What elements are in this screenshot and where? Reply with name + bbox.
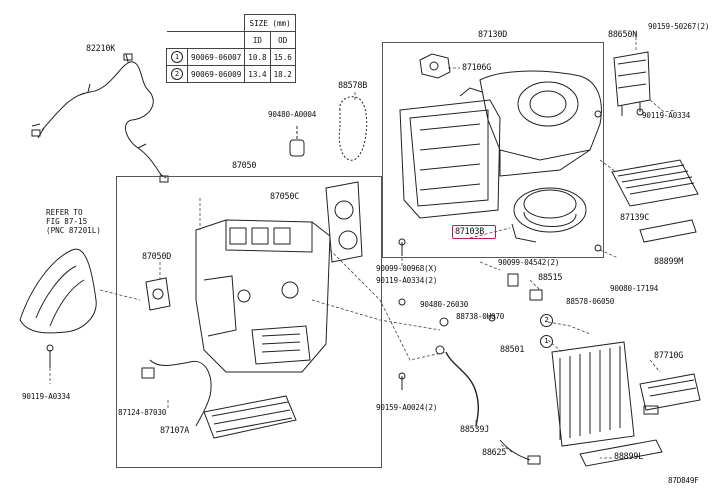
wire-harness-82210k xyxy=(31,53,169,183)
part-label[interactable]: 82210K xyxy=(86,43,116,53)
part-label[interactable]: 87050D xyxy=(142,251,172,261)
circle-mark: 1 xyxy=(171,51,183,63)
heater-87710g xyxy=(639,373,701,415)
part-label[interactable]: 88539J xyxy=(460,424,490,434)
part-label[interactable]: 90119-A0334 xyxy=(22,392,71,401)
od-header: OD xyxy=(269,31,296,49)
group-box-87050 xyxy=(116,176,382,468)
part-label[interactable]: 87106G xyxy=(462,62,492,72)
diagram-code: 87D849F xyxy=(668,476,699,485)
part-label[interactable]: 88578-06050 xyxy=(566,297,615,306)
size-header: SIZE (mm) xyxy=(244,14,296,32)
part-label[interactable]: 90099-04542(2) xyxy=(498,258,560,267)
table-row: 2 90069-06009 13.4 18.2 xyxy=(166,65,296,83)
part-label[interactable]: 90080-17194 xyxy=(610,284,659,293)
clamp-88738 xyxy=(488,314,496,322)
sensor-88625 xyxy=(499,439,531,461)
part-label[interactable]: 88899M xyxy=(654,256,684,266)
part-label[interactable]: 88650N xyxy=(608,29,638,39)
amplifier-88650n xyxy=(613,51,651,116)
part-label[interactable]: 88578B xyxy=(338,80,368,90)
part-label[interactable]: 87124-87030 xyxy=(118,408,167,417)
od-cell: 15.6 xyxy=(269,48,296,66)
part-number-cell: 90069-06009 xyxy=(186,65,246,83)
part-label[interactable]: 90480-26030 xyxy=(420,300,469,309)
part-number-cell: 90069-06007 xyxy=(186,48,246,66)
part-label[interactable]: 90099-00968(X) xyxy=(376,264,438,273)
circle-mark: 2 xyxy=(171,68,183,80)
clip-88578 xyxy=(529,289,543,301)
part-label[interactable]: 90119-A0334(2) xyxy=(376,276,438,285)
connector-88515 xyxy=(507,273,519,287)
circle-mark-2: 2 xyxy=(540,314,553,327)
hose-clamp-size-table: SIZE (mm) ID OD 1 90069-06007 10.8 15.6 … xyxy=(166,14,296,83)
grommet-90480-26030 xyxy=(439,317,449,327)
pipe-87124 xyxy=(149,359,212,427)
motor-87106g xyxy=(419,53,451,79)
refer-note: REFER TO FIG 87-15 (PNC 87201L) xyxy=(46,208,101,235)
part-label[interactable]: 88625 xyxy=(482,447,507,457)
part-label[interactable]: 90159-50267(2) xyxy=(648,22,710,31)
foam-88578b xyxy=(338,96,368,161)
id-cell: 10.8 xyxy=(244,48,271,66)
blower-unit-87130d xyxy=(399,70,602,219)
part-label[interactable]: 87107A xyxy=(160,425,190,435)
circle-mark-1: 1 xyxy=(540,335,553,348)
id-cell: 13.4 xyxy=(244,65,271,83)
highlight-87103b xyxy=(452,225,496,239)
part-label-highlighted[interactable]: 87103B xyxy=(455,226,485,236)
group-box-87130d xyxy=(382,42,604,258)
blower-motor xyxy=(511,187,587,243)
id-header: ID xyxy=(244,31,271,49)
part-label[interactable]: 90119-A0334 xyxy=(642,111,691,120)
servo-87050c xyxy=(325,181,363,263)
evaporator-87107a xyxy=(203,395,297,439)
seal-88899l xyxy=(579,439,663,467)
part-label[interactable]: 87130D xyxy=(478,29,508,39)
grommet-90480-a0004 xyxy=(289,139,305,157)
part-label[interactable]: 88738-0H070 xyxy=(456,312,505,321)
part-label[interactable]: 87139C xyxy=(620,212,650,222)
part-label[interactable]: 87710G xyxy=(654,350,684,360)
part-label[interactable]: 88899L xyxy=(614,451,644,461)
part-label[interactable]: 88501 xyxy=(500,344,525,354)
core-88501 xyxy=(551,341,635,447)
hose-88539j xyxy=(445,351,479,427)
heater-case-87050 xyxy=(195,219,331,373)
servo-87050d xyxy=(145,277,171,311)
part-label[interactable]: 90159-A0024(2) xyxy=(376,403,438,412)
seal-88899m xyxy=(639,219,697,243)
part-label[interactable]: 87050 xyxy=(232,160,257,170)
part-label[interactable]: 88515 xyxy=(538,272,563,282)
table-row: 1 90069-06007 10.8 15.6 xyxy=(166,48,296,66)
od-cell: 18.2 xyxy=(269,65,296,83)
duct-87201l xyxy=(19,248,97,334)
part-label[interactable]: 87050C xyxy=(270,191,300,201)
part-label[interactable]: 90480-A0004 xyxy=(268,110,317,119)
filter-87139c xyxy=(611,159,699,207)
